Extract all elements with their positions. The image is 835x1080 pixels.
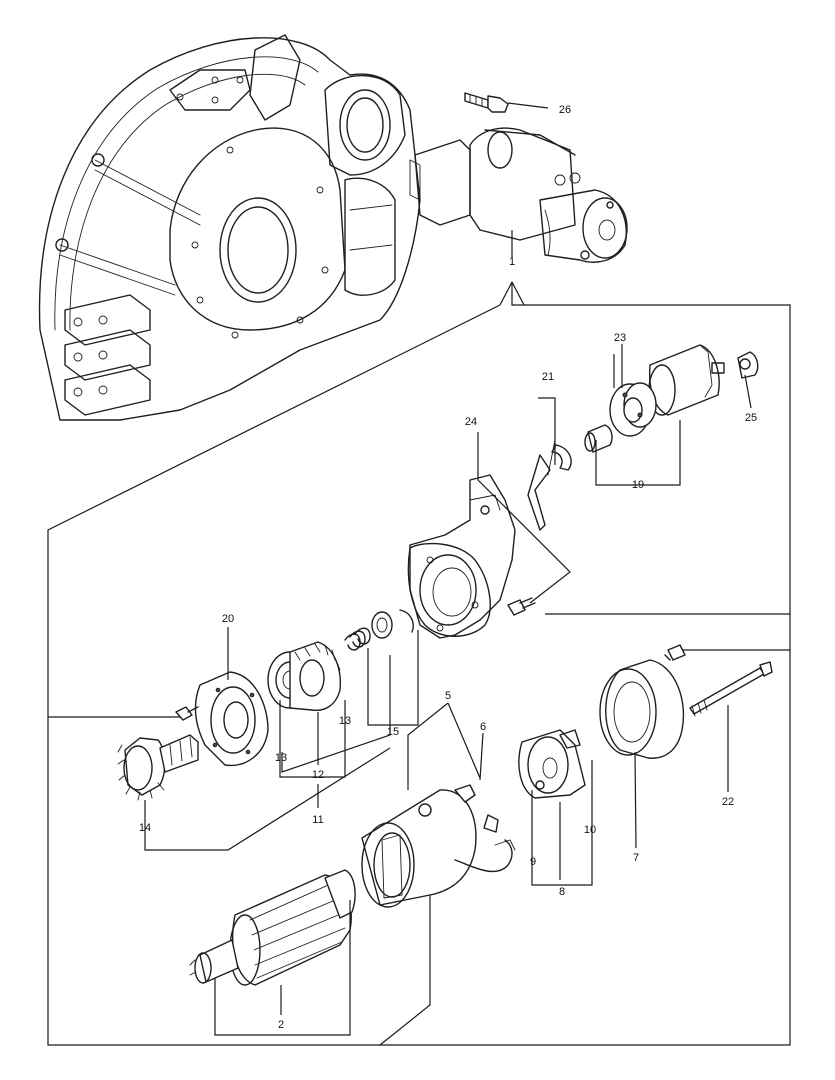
callout-11: 11 <box>312 814 323 826</box>
callout-9: 9 <box>530 856 536 868</box>
callout-23: 23 <box>614 332 626 344</box>
brush-6 <box>454 784 476 803</box>
callout-8: 8 <box>559 886 565 898</box>
callout-13-right: 13 <box>339 715 351 727</box>
callout-7: 7 <box>633 852 639 864</box>
bolt-24 <box>507 597 536 616</box>
solenoid-switch <box>584 344 725 453</box>
bracket-20 <box>194 671 269 767</box>
callout-25: 25 <box>745 412 757 424</box>
callout-10: 10 <box>584 824 596 836</box>
yoke-5 <box>361 789 516 908</box>
callout-12: 12 <box>312 769 324 781</box>
callout-24: 24 <box>465 416 477 428</box>
lever-21 <box>527 439 572 531</box>
callout-15: 15 <box>387 726 399 738</box>
pinion-gear-14 <box>117 734 199 801</box>
leader-lines <box>144 102 752 1046</box>
callout-6: 6 <box>480 721 486 733</box>
cap-25 <box>737 351 759 379</box>
callout-labels: 1 26 23 21 25 24 19 20 13 15 13 12 11 14… <box>139 104 757 1031</box>
screw-20 <box>175 706 199 721</box>
rear-cover-7 <box>599 659 685 759</box>
callout-19: 19 <box>632 479 644 491</box>
through-bolt-22 <box>689 661 773 717</box>
screw-7 <box>664 644 686 661</box>
front-housing-24 <box>407 474 516 639</box>
callout-22: 22 <box>722 796 734 808</box>
overrunning-clutch-12 <box>267 641 342 712</box>
callout-13-left: 13 <box>275 752 287 764</box>
armature-2 <box>189 869 356 986</box>
callout-14: 14 <box>139 822 151 834</box>
spring-15 <box>344 609 414 651</box>
callout-20: 20 <box>222 613 234 625</box>
callout-26: 26 <box>559 104 571 116</box>
bolt-26 <box>464 92 509 113</box>
exploded-view-frame <box>47 281 791 1046</box>
callout-2: 2 <box>278 1019 284 1031</box>
callout-5: 5 <box>445 690 451 702</box>
callout-1: 1 <box>509 256 515 268</box>
starter-motor-assembly <box>409 127 628 263</box>
callout-21: 21 <box>542 371 554 383</box>
flywheel-housing <box>38 34 421 421</box>
brush-holder-8 <box>518 729 586 799</box>
